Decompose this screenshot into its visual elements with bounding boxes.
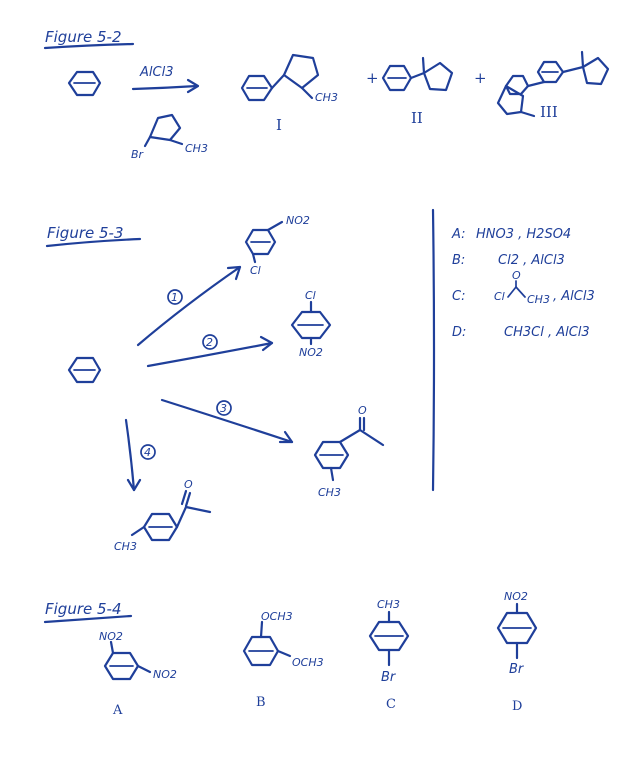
product-2-no2-label: NO2 — [299, 346, 323, 359]
compound-A-structure — [103, 640, 152, 681]
figure-5-2: Figure 5-2 AlCl3 Br CH3 CH3 I + — [43, 28, 610, 161]
figure-5-3-title: Figure 5-3 — [47, 224, 124, 242]
reagent-d-letter: D: — [452, 325, 466, 340]
compound-B-sub1: OCH3 — [261, 610, 293, 623]
figure-5-2-title: Figure 5-2 — [45, 28, 122, 46]
title-underline — [45, 237, 142, 248]
reaction-arrowhead — [186, 78, 200, 94]
methyl-label: CH3 — [185, 142, 208, 155]
product-3-ch3-label: CH3 — [318, 486, 341, 499]
route-4-number: 4 — [144, 446, 151, 459]
plus-sign-2: + — [474, 69, 487, 87]
reagent-alcl3: AlCl3 — [139, 65, 173, 80]
compound-C-sub2: Br — [381, 670, 397, 685]
figure-5-4-title: Figure 5-4 — [45, 600, 122, 618]
plus-sign-1: + — [366, 69, 379, 87]
reagent-c-ch3: CH3 — [527, 293, 550, 306]
product-1-structure — [244, 220, 284, 264]
route-2-number: 2 — [206, 336, 213, 349]
route-3-arrow — [160, 398, 294, 444]
figure-5-3: Figure 5-3 1 2 3 4 NO2 Cl — [45, 208, 595, 553]
product-I-methyl-label: CH3 — [315, 91, 338, 104]
product-I-label: I — [276, 116, 282, 134]
route-4-circle — [140, 444, 156, 460]
title-underline — [43, 614, 133, 624]
benzene-reactant — [67, 70, 102, 97]
product-2-structure — [290, 300, 332, 346]
compound-B-sub2: OCH3 — [292, 656, 324, 669]
benzene-start — [67, 356, 102, 384]
compound-D-label: D — [512, 699, 522, 714]
product-II-structure — [381, 56, 454, 92]
route-1-arrow — [136, 265, 242, 347]
route-3-circle — [216, 400, 232, 416]
vertical-divider — [431, 208, 436, 492]
product-2-cl-label: Cl — [305, 289, 316, 302]
reagent-c-letter: C: — [452, 289, 465, 304]
reagent-a-text: HNO3 , H2SO4 — [476, 227, 571, 242]
product-3-structure — [313, 416, 385, 482]
route-3-number: 3 — [220, 402, 227, 415]
title-underline — [43, 42, 135, 50]
route-3-arrowhead — [278, 430, 294, 444]
product-4-o-label: O — [184, 478, 193, 491]
compound-C-sub1: CH3 — [377, 598, 400, 611]
compound-A-label: A — [112, 703, 123, 718]
compound-B-label: B — [256, 695, 266, 710]
compound-A-sub1: NO2 — [99, 630, 123, 643]
bromomethylcyclopentane — [143, 113, 184, 148]
route-2-circle — [202, 334, 218, 350]
route-1-number: 1 — [171, 291, 178, 304]
compound-C-label: C — [386, 697, 396, 712]
compound-A-sub2: NO2 — [153, 668, 177, 681]
route-1-circle — [167, 289, 183, 305]
reagent-c-o: O — [512, 269, 521, 282]
compound-D-structure — [496, 602, 538, 660]
product-4-structure — [130, 489, 212, 542]
reagents-list: A: HNO3 , H2SO4 B: Cl2 , AlCl3 C: Cl O C… — [451, 227, 595, 340]
product-II-label: II — [411, 109, 423, 127]
reagent-b-letter: B: — [452, 253, 465, 268]
compound-B-structure — [242, 620, 292, 667]
compound-D-sub1: NO2 — [504, 590, 528, 603]
product-III-label: III — [540, 103, 558, 121]
route-4-arrow — [124, 418, 136, 492]
reagent-c-acyl-bonds — [507, 286, 526, 298]
route-2-arrowhead — [259, 335, 274, 352]
product-I-structure — [240, 53, 320, 102]
route-1-arrowhead — [226, 265, 242, 281]
product-4-ch3-label: CH3 — [114, 540, 137, 553]
product-1-no2-label: NO2 — [286, 214, 310, 227]
reagent-c-lewis-acid: , AlCl3 — [553, 289, 595, 304]
product-3-o-label: O — [358, 404, 367, 417]
reagent-a-letter: A: — [451, 227, 466, 242]
route-2-arrow — [146, 341, 274, 368]
reagent-d-text: CH3Cl , AlCl3 — [504, 325, 590, 340]
route-4-arrowhead — [126, 478, 142, 492]
product-1-cl-label: Cl — [250, 264, 261, 277]
compound-D-sub2: Br — [509, 662, 525, 677]
product-III-structure — [496, 50, 610, 118]
bromo-label: Br — [131, 148, 145, 161]
compound-C-structure — [368, 610, 410, 667]
figure-5-4: Figure 5-4 NO2 NO2 A OCH3 OCH3 B CH — [43, 590, 538, 718]
reagent-c-cl: Cl — [494, 290, 505, 303]
reagent-b-text: Cl2 , AlCl3 — [498, 253, 565, 268]
reaction-arrow — [131, 84, 199, 91]
